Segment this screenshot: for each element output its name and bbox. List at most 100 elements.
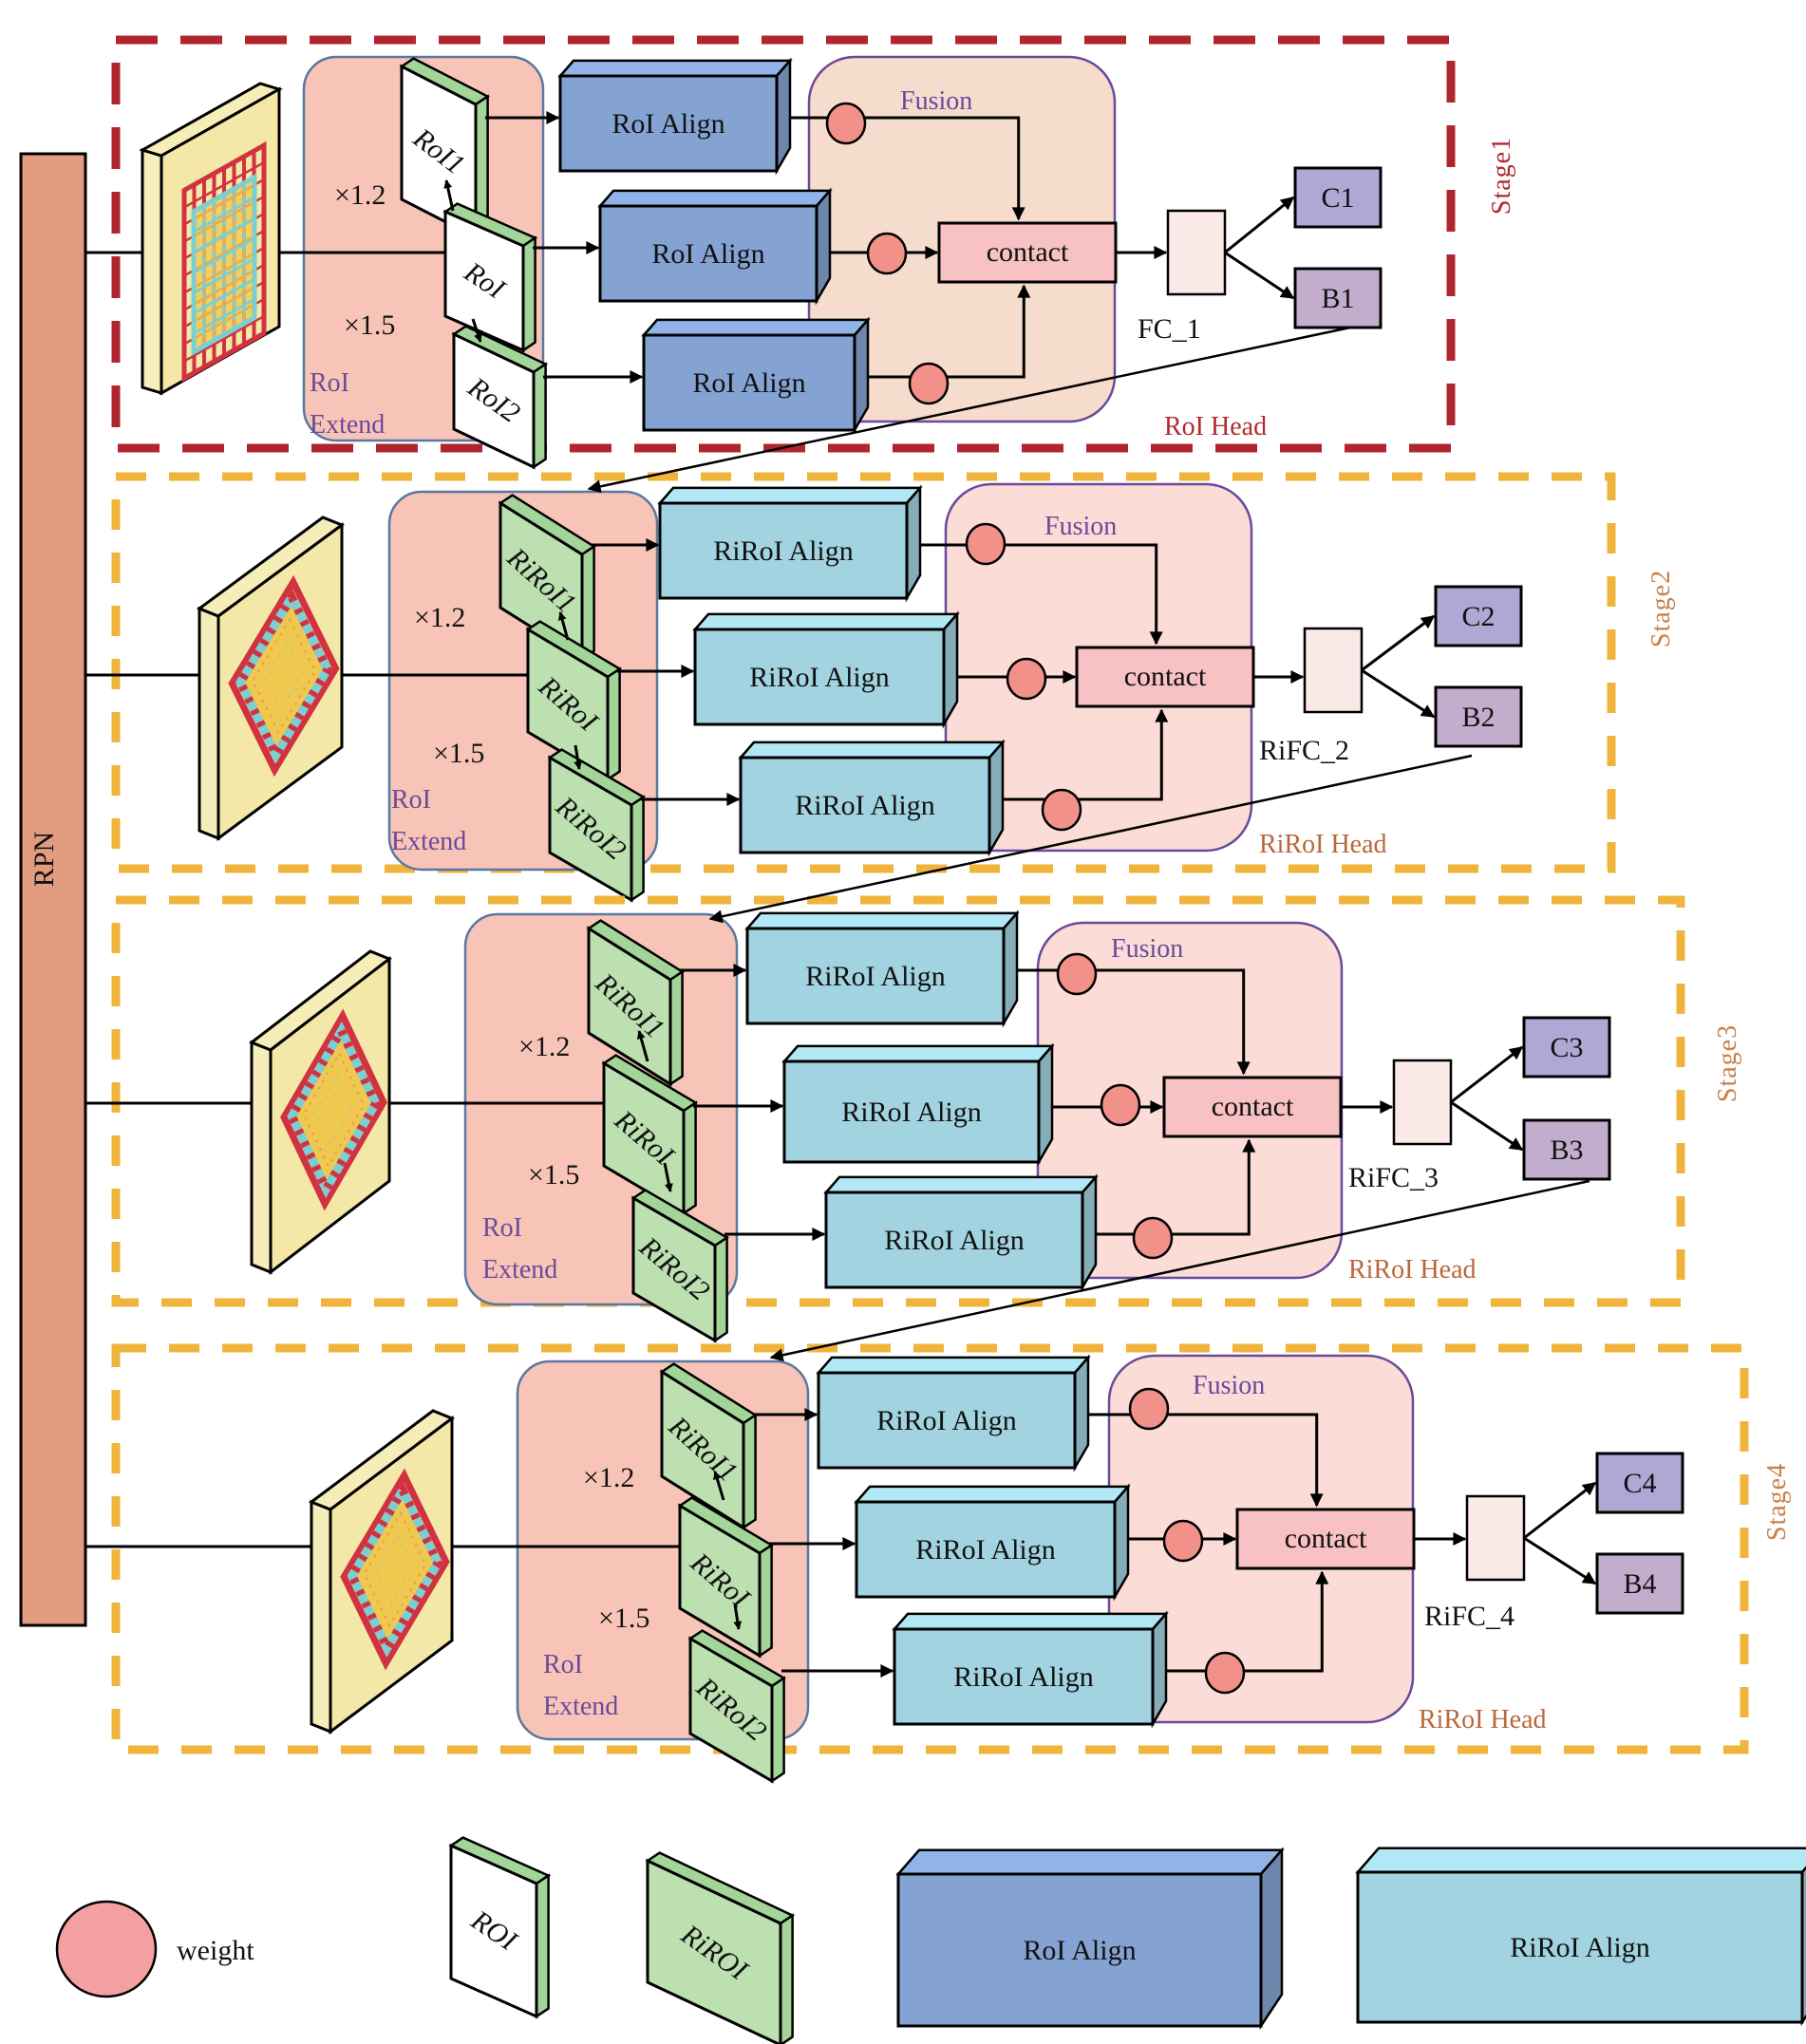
feature-map xyxy=(308,1409,456,1735)
scale-down-label: ×1.5 xyxy=(528,1159,579,1191)
scale-down-label: ×1.5 xyxy=(598,1603,649,1634)
roi-extend-label: Extend xyxy=(482,1255,557,1285)
class-output-label: C4 xyxy=(1623,1468,1656,1499)
roi-slab-expanded-1-2: RiRoI1 xyxy=(586,919,685,1087)
block-label: RiRoI Align xyxy=(795,790,935,821)
fusion-path-top xyxy=(790,116,1025,221)
fc-layer xyxy=(1465,1494,1526,1582)
block-top xyxy=(854,1485,1131,1504)
slab-side xyxy=(521,235,536,353)
roi-slab-expanded-1-5: RiRoI2 xyxy=(547,748,646,903)
weight-icon xyxy=(965,522,1006,566)
block-top xyxy=(692,612,960,631)
legend-roi-align-block: RoI Align xyxy=(895,1847,1285,2031)
cascade-link-arrow xyxy=(769,1179,1590,1362)
block-label: RiRoI Align xyxy=(953,1661,1094,1693)
slab-side xyxy=(630,795,645,903)
block-label: RiRoI Align xyxy=(749,662,890,693)
scale-down-label: ×1.5 xyxy=(344,309,395,341)
legend-riroi-slab: RiROI xyxy=(645,1851,796,2044)
class-output-box xyxy=(1434,585,1523,647)
grid-line xyxy=(193,257,255,294)
block-top xyxy=(895,1848,1285,1876)
block-front xyxy=(642,333,856,432)
roi-extend-label: Extend xyxy=(310,410,385,440)
grid-line xyxy=(193,216,255,253)
slab-face xyxy=(452,331,536,470)
fc-label: RiFC_2 xyxy=(1259,735,1349,766)
box-output-label: B4 xyxy=(1623,1568,1656,1600)
align-block-2: RiRoI Align xyxy=(692,610,960,729)
align-block-1: RoI Align xyxy=(557,57,793,176)
weight-icon xyxy=(1204,1651,1246,1695)
block-top xyxy=(738,741,1006,759)
box-output-box xyxy=(1522,1118,1611,1181)
fc-label: FC_1 xyxy=(1138,313,1201,345)
weight-icon xyxy=(1100,1083,1141,1127)
feature-map xyxy=(248,949,393,1276)
block-front xyxy=(855,1500,1117,1599)
slab-side xyxy=(535,1873,550,2019)
class-output-label: C2 xyxy=(1461,601,1495,632)
slab-side xyxy=(532,362,547,470)
roi-slab-expanded-1-2: RoI1 xyxy=(399,57,491,240)
diamond-hatch xyxy=(264,640,304,712)
slab-side xyxy=(779,1913,794,2044)
block-top xyxy=(781,1044,1055,1063)
diamond-hatch xyxy=(363,1510,427,1628)
legend-weight-icon xyxy=(55,1900,158,1998)
diamond-checker xyxy=(287,1022,381,1198)
roi-slab-base: RiRoI xyxy=(601,1054,698,1216)
block-side xyxy=(1002,909,1019,1028)
scale-up-label: ×1.2 xyxy=(583,1462,634,1493)
align-block-3: RiRoI Align xyxy=(823,1173,1099,1292)
weight-icon xyxy=(825,102,867,145)
grid-line xyxy=(193,277,255,315)
box-output-box xyxy=(1595,1552,1684,1615)
head-label: RiRoI Head xyxy=(1259,830,1387,859)
block-label: RiRoI Align xyxy=(884,1225,1025,1256)
stage-label: Stage3 xyxy=(1713,1024,1742,1102)
block-top xyxy=(557,59,793,78)
scale-up-label: ×1.2 xyxy=(518,1031,570,1062)
block-front xyxy=(598,204,818,303)
slab-side xyxy=(770,1676,785,1784)
cascade-link-arrow xyxy=(587,326,1351,494)
box-output-label: B1 xyxy=(1321,283,1354,314)
roi-slab-expanded-1-2: RiRoI1 xyxy=(659,1362,758,1530)
diamond-checker xyxy=(235,588,332,764)
block-label: RoI Align xyxy=(692,367,805,399)
head-label: RoI Head xyxy=(1164,412,1267,441)
slab-side xyxy=(742,1413,757,1530)
fc-to-box-arrow xyxy=(1523,1536,1597,1585)
plate-edge xyxy=(250,1040,273,1275)
fusion-label: Fusion xyxy=(1193,1371,1265,1400)
block-label: RiRoI Align xyxy=(713,535,854,567)
block-label: RiRoI Align xyxy=(915,1534,1056,1566)
roi-extend-label: RoI xyxy=(543,1650,583,1679)
fusion-label: Fusion xyxy=(1044,512,1117,541)
contact-box xyxy=(1162,1076,1343,1138)
block-front xyxy=(893,1627,1155,1726)
weight-icon xyxy=(1006,657,1047,701)
scale-up-arrow xyxy=(713,1471,725,1501)
block-front xyxy=(896,1872,1263,2028)
slab-side xyxy=(758,1543,773,1659)
scale-down-arrow xyxy=(663,1162,673,1192)
block-top xyxy=(657,486,923,505)
align-block-3: RiRoI Align xyxy=(892,1610,1169,1729)
block-label: RoI Align xyxy=(651,238,764,270)
block-side xyxy=(1259,1847,1284,2031)
box-output-box xyxy=(1293,267,1383,329)
align-block-2: RoI Align xyxy=(597,187,833,306)
slab-face xyxy=(688,1636,774,1784)
fc-layer xyxy=(1392,1059,1453,1146)
scale-down-label: ×1.5 xyxy=(433,738,484,769)
align-block-1: RiRoI Align xyxy=(816,1354,1091,1472)
block-top xyxy=(744,911,1020,930)
cascade-link-arrow xyxy=(708,754,1473,924)
slab-face xyxy=(631,1195,717,1343)
block-front xyxy=(693,628,946,726)
